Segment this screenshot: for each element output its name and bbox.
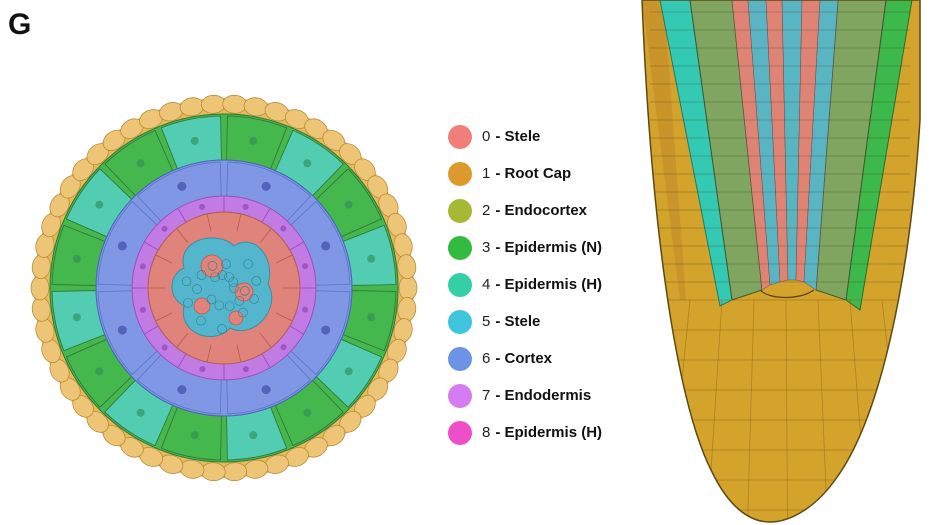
legend-cluster-label: - Stele [495, 313, 540, 330]
cell-nucleus [345, 201, 353, 209]
legend-item: 4 - Epidermis (H) [448, 266, 602, 303]
cell-nucleus [177, 385, 186, 394]
legend-swatch [448, 236, 472, 260]
root-cap-cell [31, 276, 49, 300]
cell-nucleus [303, 409, 311, 417]
legend-cluster-label: - Endocortex [495, 202, 587, 219]
root-cross-section-image [28, 92, 420, 484]
cell-nucleus [191, 137, 199, 145]
cell-nucleus [95, 201, 103, 209]
legend-swatch [448, 310, 472, 334]
cell-nucleus [199, 204, 205, 210]
legend-cluster-number: 5 [482, 313, 490, 330]
legend-cluster-number: 1 [482, 165, 490, 182]
cell-nucleus [249, 431, 257, 439]
panel-label: G [8, 8, 31, 42]
legend-cluster-number: 0 [482, 128, 490, 145]
cell-nucleus [95, 367, 103, 375]
cell-nucleus [243, 366, 249, 372]
cell-nucleus [162, 345, 168, 351]
legend-cluster-number: 3 [482, 239, 490, 256]
cell-nucleus [140, 263, 146, 269]
cell-nucleus [140, 307, 146, 313]
stele-cell [194, 298, 210, 314]
legend-item: 1 - Root Cap [448, 155, 602, 192]
legend-swatch [448, 421, 472, 445]
cell-nucleus [367, 255, 375, 263]
cell-nucleus [302, 307, 308, 313]
legend-cluster-label: - Stele [495, 128, 540, 145]
cell-nucleus [303, 159, 311, 167]
cell-nucleus [161, 226, 167, 232]
legend-cluster-number: 4 [482, 276, 490, 293]
legend-item: 0 - Stele [448, 118, 602, 155]
legend-item: 5 - Stele [448, 303, 602, 340]
legend-swatch [448, 162, 472, 186]
cell-nucleus [199, 366, 205, 372]
legend-cluster-number: 8 [482, 424, 490, 441]
legend-cluster-label: - Epidermis (H) [495, 424, 602, 441]
cell-nucleus [177, 182, 186, 191]
legend-swatch [448, 347, 472, 371]
stele-cell [229, 311, 243, 325]
cell-nucleus [262, 182, 271, 191]
cell-nucleus [73, 313, 81, 321]
legend-swatch [448, 199, 472, 223]
legend-cluster-label: - Epidermis (H) [495, 276, 602, 293]
cell-nucleus [73, 255, 81, 263]
cell-nucleus [118, 241, 127, 250]
cell-nucleus [321, 326, 330, 335]
legend-cluster-number: 2 [482, 202, 490, 219]
root-tip-longitudinal-image [620, 0, 934, 525]
legend-item: 7 - Endodermis [448, 377, 602, 414]
legend-cluster-label: - Root Cap [495, 165, 571, 182]
cell-nucleus [249, 137, 257, 145]
cell-nucleus [302, 263, 308, 269]
legend-item: 8 - Epidermis (H) [448, 414, 602, 451]
legend-swatch [448, 384, 472, 408]
cell-nucleus [243, 204, 249, 210]
legend-cluster-label: - Cortex [495, 350, 552, 367]
legend-cluster-number: 6 [482, 350, 490, 367]
legend-swatch [448, 273, 472, 297]
cell-nucleus [137, 159, 145, 167]
stele-core [172, 238, 272, 337]
cell-nucleus [281, 344, 287, 350]
cluster-legend: 0 - Stele 1 - Root Cap 2 - Endocortex 3 - Epide… [448, 118, 602, 451]
legend-cluster-label: - Epidermis (N) [495, 239, 602, 256]
cell-nucleus [345, 367, 353, 375]
cell-nucleus [262, 385, 271, 394]
cell-nucleus [280, 225, 286, 231]
legend-item: 3 - Epidermis (N) [448, 229, 602, 266]
cell-nucleus [137, 409, 145, 417]
cell-nucleus [191, 431, 199, 439]
legend-swatch [448, 125, 472, 149]
cell-wall [882, 300, 908, 525]
legend-cluster-number: 7 [482, 387, 490, 404]
cell-nucleus [321, 241, 330, 250]
root-cap-cell [399, 276, 417, 300]
cell-nucleus [118, 326, 127, 335]
legend-cluster-label: - Endodermis [495, 387, 591, 404]
legend-item: 2 - Endocortex [448, 192, 602, 229]
cell-nucleus [367, 313, 375, 321]
legend-item: 6 - Cortex [448, 340, 602, 377]
